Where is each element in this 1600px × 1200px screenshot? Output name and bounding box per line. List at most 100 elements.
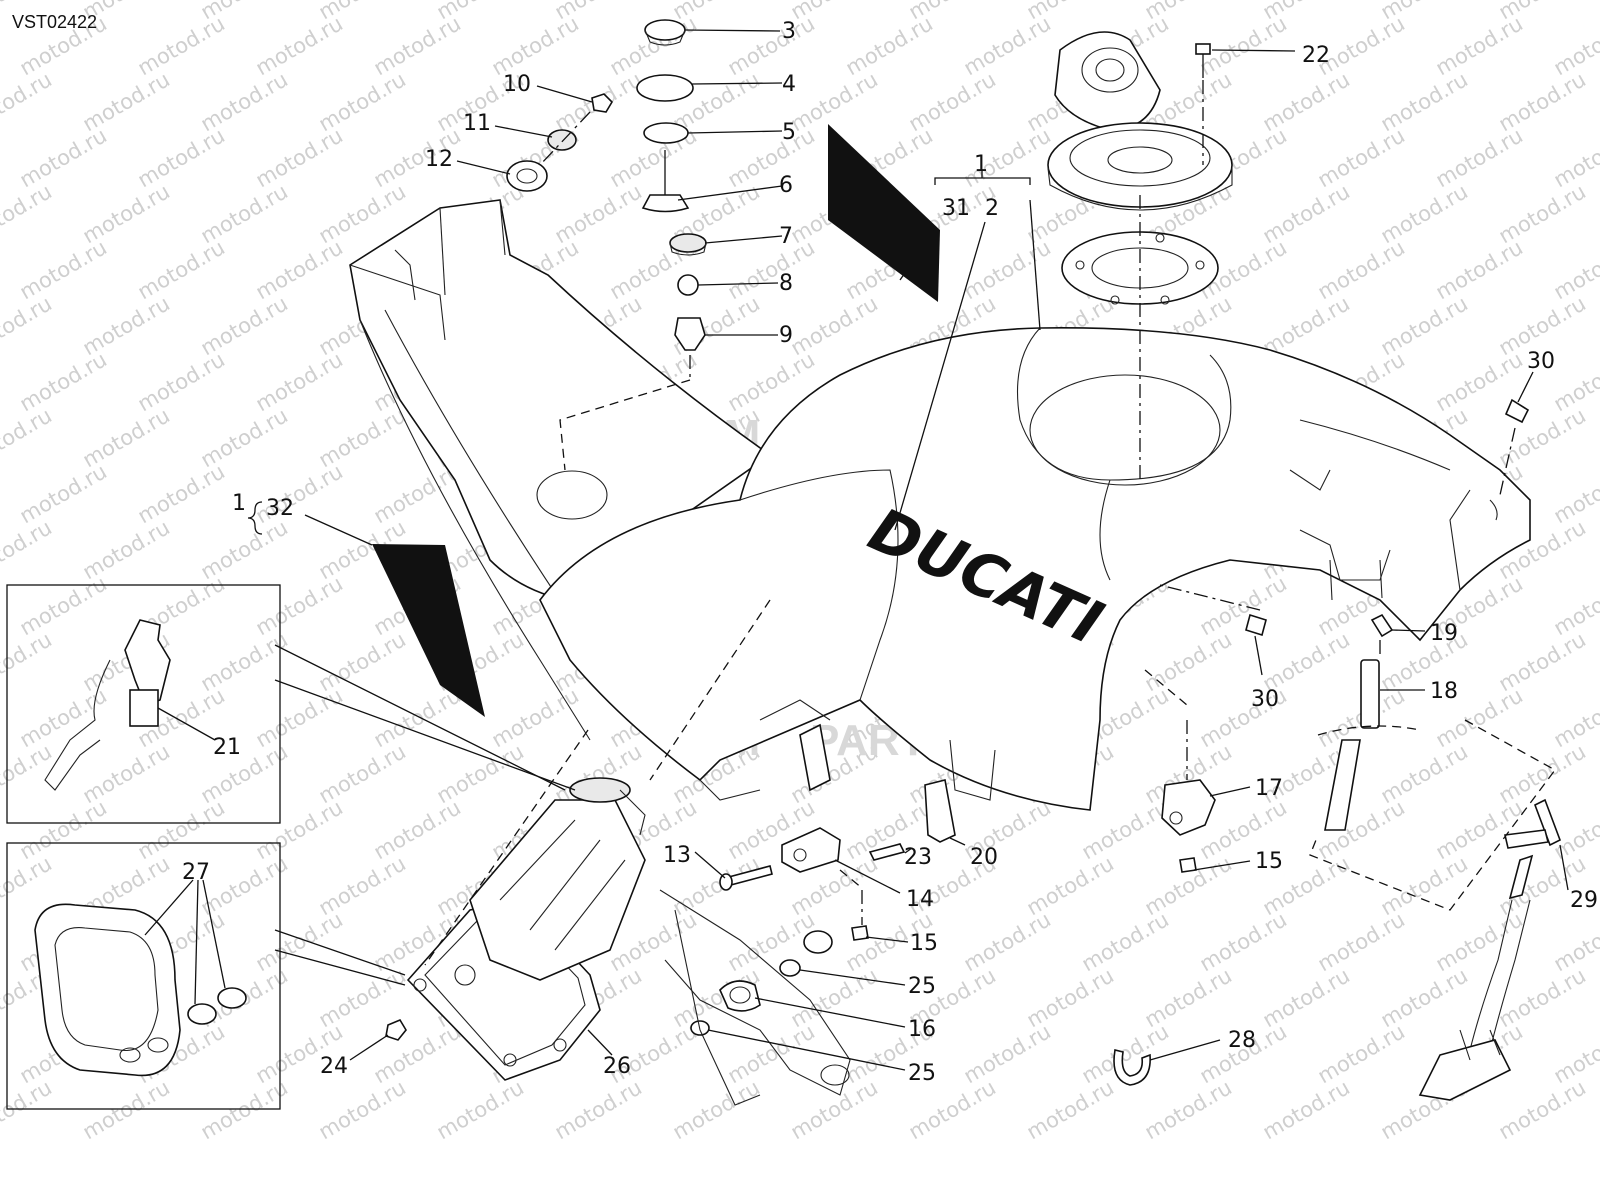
site-watermark-text: motod.ru bbox=[1432, 907, 1527, 976]
callout-9: 9 bbox=[779, 323, 793, 348]
fuel-tank: DUCATI bbox=[349, 199, 1531, 811]
site-watermark-text: motod.ru bbox=[488, 683, 583, 752]
site-watermark-text: motod.ru bbox=[79, 1075, 174, 1144]
site-watermark-text: motod.ru bbox=[252, 11, 347, 80]
site-watermark-text: motod.ru bbox=[134, 459, 229, 528]
site-watermark-text: motod.ru bbox=[16, 123, 111, 192]
site-watermark-text: motod.ru bbox=[960, 907, 1055, 976]
site-watermark-text: motod.ru bbox=[433, 1075, 528, 1144]
site-watermark-text: motod.ru bbox=[1432, 123, 1527, 192]
grommet-parts bbox=[506, 93, 614, 192]
callout-23: 23 bbox=[904, 845, 932, 870]
callout-30-mid: 30 bbox=[1251, 687, 1279, 712]
callout-14: 14 bbox=[906, 887, 934, 912]
site-watermark-text: motod.ru bbox=[134, 795, 229, 864]
site-watermark-text: motod.ru bbox=[1141, 1075, 1236, 1144]
site-watermark-text: motod.ru bbox=[960, 1019, 1055, 1088]
site-watermark-text: motod.ru bbox=[252, 235, 347, 304]
site-watermark-text: motod.ru bbox=[724, 1019, 819, 1088]
callout-17: 17 bbox=[1255, 776, 1283, 801]
site-watermark-text: motod.ru bbox=[0, 291, 56, 360]
callout-12: 12 bbox=[425, 147, 453, 172]
callout-20: 20 bbox=[970, 845, 998, 870]
site-watermark-text: motod.ru bbox=[370, 795, 465, 864]
callout-25-lower: 25 bbox=[908, 1061, 936, 1086]
callout-11: 11 bbox=[463, 111, 491, 136]
mounting-hardware bbox=[659, 669, 1216, 1106]
callout-26: 26 bbox=[603, 1054, 631, 1079]
decal-31 bbox=[828, 124, 940, 302]
callout-19: 19 bbox=[1430, 621, 1458, 646]
callout-4: 4 bbox=[782, 72, 796, 97]
site-watermark-text: motod.ru bbox=[0, 627, 56, 696]
site-watermark-text: motod.ru bbox=[16, 795, 111, 864]
site-watermark-text: motod.ru bbox=[669, 1075, 764, 1144]
site-watermark-text: motod.ru bbox=[1314, 123, 1409, 192]
vent-valve-parts bbox=[559, 19, 707, 471]
site-watermark-text: motod.ru bbox=[0, 739, 56, 808]
site-watermark-text: motod.ru bbox=[252, 795, 347, 864]
callout-3: 3 bbox=[782, 19, 796, 44]
site-watermark-text: motod.ru bbox=[16, 459, 111, 528]
site-watermark-text: motod.ru bbox=[1495, 1075, 1590, 1144]
callout-labels: 3 4 5 6 7 8 9 10 11 12 1 31 2 22 30 1 32… bbox=[182, 19, 1598, 1086]
site-watermark-text: motod.ru bbox=[1078, 795, 1173, 864]
site-watermark-text: motod.ru bbox=[724, 235, 819, 304]
diagram-reference-code: VST02422 bbox=[12, 12, 97, 32]
site-watermark-text: motod.ru bbox=[252, 683, 347, 752]
callout-1-left: 1 bbox=[232, 491, 246, 516]
site-watermark-text: motod.ru bbox=[551, 1075, 646, 1144]
callout-27: 27 bbox=[182, 860, 210, 885]
site-watermark-text: motod.ru bbox=[134, 11, 229, 80]
callout-6: 6 bbox=[779, 173, 793, 198]
site-watermark-text: motod.ru bbox=[0, 179, 56, 248]
site-watermark-text: motod.ru bbox=[252, 123, 347, 192]
callout-18: 18 bbox=[1430, 679, 1458, 704]
connector-21 bbox=[44, 619, 171, 791]
site-watermark-text: motod.ru bbox=[0, 67, 56, 136]
site-watermark-text: motod.ru bbox=[16, 347, 111, 416]
decal-32 bbox=[372, 544, 485, 717]
detail-box-gasket bbox=[6, 842, 281, 1110]
callout-30-top: 30 bbox=[1527, 349, 1555, 374]
callout-13: 13 bbox=[663, 843, 691, 868]
site-watermark-text: motod.ru bbox=[1314, 1019, 1409, 1088]
site-watermark-text: motod.ru bbox=[787, 1075, 882, 1144]
site-watermark-text: motod.ru bbox=[1078, 907, 1173, 976]
site-watermark-text: motod.ru bbox=[370, 683, 465, 752]
site-watermark-text: motod.ru bbox=[488, 11, 583, 80]
site-watermark-text: motod.ru bbox=[134, 235, 229, 304]
detail-box-connector bbox=[6, 584, 281, 824]
site-watermark-text: motod.ru bbox=[1432, 795, 1527, 864]
callout-24: 24 bbox=[320, 1054, 348, 1079]
callout-1-top: 1 bbox=[974, 152, 988, 177]
site-watermark-text: motod.ru bbox=[1314, 907, 1409, 976]
site-watermark-text: motod.ru bbox=[960, 11, 1055, 80]
site-watermark-text: motod.ru bbox=[252, 347, 347, 416]
site-watermark-text: motod.ru bbox=[724, 11, 819, 80]
site-watermark-text: motod.ru bbox=[16, 571, 111, 640]
site-watermark-text: motod.ru bbox=[0, 1075, 56, 1144]
callout-7: 7 bbox=[779, 224, 793, 249]
callout-28: 28 bbox=[1228, 1028, 1256, 1053]
site-watermark-text: motod.ru bbox=[724, 123, 819, 192]
site-watermark-text: motod.ru bbox=[0, 515, 56, 584]
site-watermark-text: motod.ru bbox=[1432, 235, 1527, 304]
callout-29: 29 bbox=[1570, 888, 1598, 913]
callout-31: 31 bbox=[942, 196, 970, 221]
leader-lines bbox=[144, 29, 1569, 1071]
callout-10: 10 bbox=[503, 72, 531, 97]
site-watermark-text: motod.ru bbox=[134, 347, 229, 416]
callout-8: 8 bbox=[779, 271, 793, 296]
callout-25-upper: 25 bbox=[908, 974, 936, 999]
site-watermark-text: motod.ru bbox=[1023, 1075, 1118, 1144]
callout-16: 16 bbox=[908, 1017, 936, 1042]
site-watermark-text: motod.ru bbox=[16, 235, 111, 304]
site-watermark-text: motod.ru bbox=[1259, 1075, 1354, 1144]
site-watermark-text: motod.ru bbox=[1196, 907, 1291, 976]
callout-2: 2 bbox=[985, 196, 999, 221]
site-watermark-text: motod.ru bbox=[842, 11, 937, 80]
gasket-27 bbox=[34, 903, 247, 1077]
callout-22: 22 bbox=[1302, 43, 1330, 68]
